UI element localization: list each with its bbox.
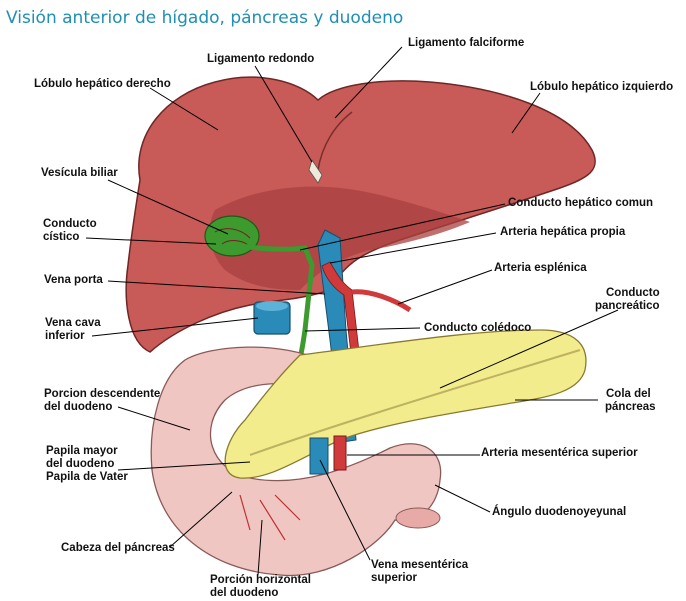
- label-porcion-horizontal-2: del duodeno: [210, 587, 279, 599]
- label-arteria-esplenica: Arteria esplénica: [494, 262, 587, 274]
- label-angulo: Ángulo duodenoyeyunal: [492, 506, 627, 518]
- label-conducto-coledoco: Conducto colédoco: [424, 322, 532, 334]
- falciform-ligament: [317, 111, 353, 171]
- label-vena-cava-2: inferior: [45, 330, 85, 342]
- label-vesicula-biliar: Vesícula biliar: [41, 167, 118, 179]
- label-porcion-horizontal-1: Porción horizontal: [210, 574, 311, 586]
- label-papila-2: del duodeno: [46, 458, 115, 470]
- superior-mesenteric-vein: [309, 437, 329, 475]
- label-cabeza-pancreas: Cabeza del páncreas: [61, 542, 175, 554]
- label-vena-mesenterica-1: Vena mesentérica: [371, 559, 469, 571]
- label-ligamento-redondo: Ligamento redondo: [207, 53, 315, 65]
- label-papila-3: Papila de Vater: [46, 471, 128, 483]
- page-title: Visión anterior de hígado, páncreas y du…: [6, 8, 404, 28]
- label-cola-pancreas-2: páncreas: [605, 401, 656, 413]
- label-porcion-descendente-1: Porcion descendente: [44, 388, 161, 400]
- label-conducto-cistico-1: Conducto: [43, 218, 97, 230]
- leader-lines: [85, 46, 619, 576]
- label-lobulo-izquierdo: Lóbulo hepático izquierdo: [530, 81, 674, 93]
- label-conducto-hepatico: Conducto hepático comun: [508, 197, 654, 209]
- label-arteria-hepatica: Arteria hepática propia: [500, 226, 626, 238]
- label-ligamento-falciforme: Ligamento falciforme: [408, 37, 525, 49]
- label-conducto-cistico-2: cístico: [43, 231, 80, 243]
- label-porcion-descendente-2: del duodeno: [44, 401, 113, 413]
- label-cola-pancreas-1: Cola del: [606, 388, 651, 400]
- pancreatic-duct: [249, 349, 581, 456]
- label-papila-1: Papila mayor: [46, 445, 118, 457]
- label-arteria-mesenterica: Arteria mesentérica superior: [481, 447, 638, 459]
- gallbladder: [204, 215, 260, 257]
- label-conducto-pancreatico-1: Conducto: [606, 287, 660, 299]
- label-vena-porta: Vena porta: [44, 274, 103, 286]
- label-conducto-pancreatico-2: pancreático: [595, 300, 660, 312]
- splenic-artery: [351, 289, 412, 313]
- superior-mesenteric-artery: [333, 435, 347, 471]
- label-vena-cava-1: Vena cava: [45, 317, 101, 329]
- label-lobulo-derecho: Lóbulo hepático derecho: [34, 78, 171, 90]
- label-vena-mesenterica-2: superior: [371, 572, 418, 584]
